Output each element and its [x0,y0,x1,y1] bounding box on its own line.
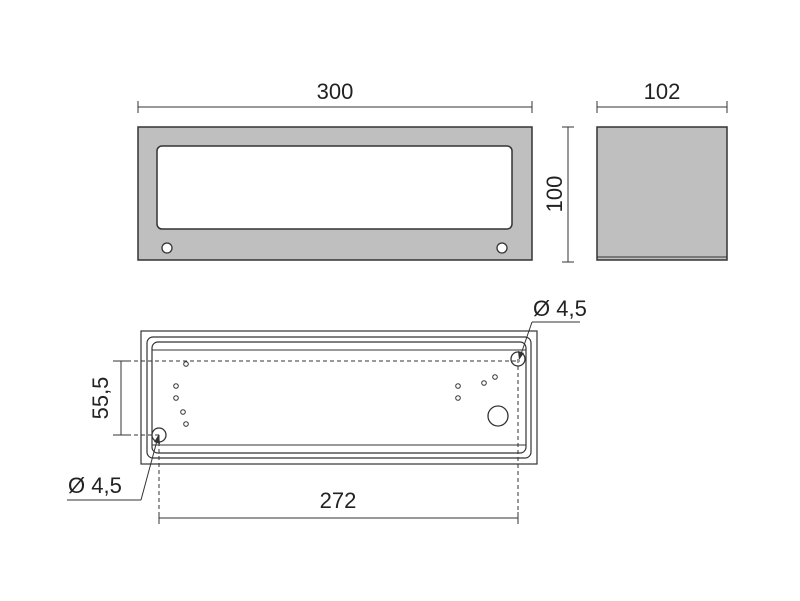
front-view [137,126,533,261]
front-screw-right [496,242,508,254]
back-inner-2 [151,341,527,454]
dimension-hole-vertical: 55,5 [88,360,127,436]
leader-hole-top: Ø 4,5 [518,296,587,360]
label-depth: 102 [644,79,681,104]
front-screw-left [161,242,173,254]
dimension-width: 300 [137,79,533,113]
label-width: 300 [317,79,354,104]
side-view [596,126,728,261]
label-hole-horizontal: 272 [320,488,357,513]
back-view [113,330,538,522]
leader-hole-bottom: Ø 4,5 [67,434,160,501]
back-outer [140,330,538,465]
side-body [596,126,728,261]
dimension-hole-horizontal: 272 [158,488,519,524]
label-hole-diameter-bottom: Ø 4,5 [68,473,122,498]
dimension-height: 100 [542,126,574,263]
front-window [156,145,513,230]
dimension-depth: 102 [596,79,728,113]
label-hole-diameter-top: Ø 4,5 [533,296,587,321]
small-holes-right [455,374,498,401]
cable-entry-hole [487,405,509,427]
label-height: 100 [542,176,567,213]
small-holes-left [173,361,189,427]
back-inner-1 [146,336,532,459]
label-hole-vertical: 55,5 [88,377,113,420]
